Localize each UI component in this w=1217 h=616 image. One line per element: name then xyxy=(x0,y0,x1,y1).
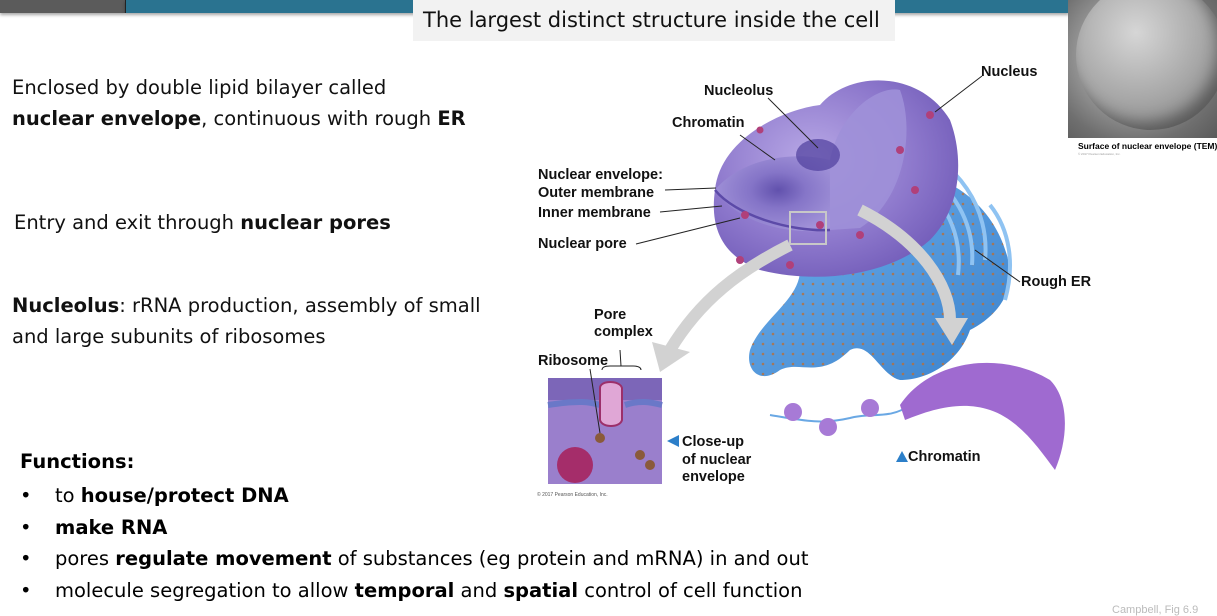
envelope-line-2: nuclear envelope, continuous with rough … xyxy=(12,103,466,134)
chromatin-fiber xyxy=(769,362,1065,470)
label-nucleus: Nucleus xyxy=(981,64,1038,80)
tem-micrograph xyxy=(1068,0,1217,138)
chromatin-arrowhead xyxy=(935,318,968,345)
function-text: to xyxy=(55,484,81,507)
ribosome-shape xyxy=(595,433,605,443)
function-bold: spatial xyxy=(503,578,579,602)
pore-complex-bracket xyxy=(601,365,642,371)
nucleolus-shape xyxy=(796,139,840,171)
label-chromatin: Chromatin xyxy=(672,115,745,131)
pores-text: Entry and exit through xyxy=(14,211,241,234)
header-bar-dark xyxy=(0,0,125,13)
label-pore-complex-line1: Pore xyxy=(594,307,627,323)
nucleus-surface-image xyxy=(1076,0,1217,130)
tem-caption: Surface of nuclear envelope (TEM) xyxy=(1078,141,1217,151)
nucleolus-description: Nucleolus: rRNA production, assembly of … xyxy=(12,290,481,352)
bullet-icon: • xyxy=(20,578,32,602)
bullet-icon: • xyxy=(20,484,32,507)
function-bold: make RNA xyxy=(55,515,168,539)
function-bold: regulate movement xyxy=(115,547,332,570)
closeup-inset xyxy=(547,365,663,484)
closeup-arrow xyxy=(664,239,793,354)
term-nuclear-envelope: nuclear envelope xyxy=(12,107,202,130)
figure-copyright: © 2017 Pearson Education, Inc. xyxy=(537,492,608,498)
closeup-region-box xyxy=(789,211,827,245)
ribosome-subunit-shape xyxy=(557,447,593,483)
envelope-description: Enclosed by double lipid bilayer called … xyxy=(12,72,466,134)
leader-lines xyxy=(589,75,1021,434)
function-item: • pores regulate movement of substances (… xyxy=(20,543,808,575)
functions-heading: Functions: xyxy=(20,450,135,473)
nucleolus-line-1-text: : rRNA production, assembly of small xyxy=(119,294,481,317)
label-chromatin-caption: Chromatin xyxy=(908,449,981,465)
function-text: and xyxy=(454,578,504,602)
label-closeup-line3: envelope xyxy=(682,469,745,485)
envelope-line-2-text: , continuous with rough xyxy=(201,107,438,130)
term-nucleolus: Nucleolus xyxy=(12,294,120,317)
function-text: of substances (eg protein and mRNA) in a… xyxy=(331,547,809,570)
label-outer-membrane: Outer membrane xyxy=(538,185,655,201)
nucleus-diagram xyxy=(547,75,1065,484)
pores-description: Entry and exit through nuclear pores xyxy=(14,207,391,238)
citation: Campbell, Fig 6.9 xyxy=(1112,604,1199,616)
label-ribosome: Ribosome xyxy=(538,353,609,369)
function-item: • make RNA xyxy=(20,512,808,544)
nucleolus-line-2: and large subunits of ribosomes xyxy=(12,325,326,348)
function-text: pores xyxy=(55,547,116,570)
label-closeup-line2: of nuclear xyxy=(682,452,752,468)
function-item: • to house/protect DNA xyxy=(20,480,808,512)
label-pore-complex-line2: complex xyxy=(594,324,653,340)
label-inner-membrane: Inner membrane xyxy=(538,205,651,221)
closeup-arrowhead xyxy=(652,342,690,372)
label-closeup-line1: Close-up xyxy=(682,434,745,450)
chromatin-arrow xyxy=(857,204,956,321)
function-item: •molecule segregation to allow temporal … xyxy=(20,575,808,607)
label-rough-er: Rough ER xyxy=(1021,274,1092,290)
slide-subtitle: The largest distinct structure inside th… xyxy=(413,0,895,41)
envelope-line-1: Enclosed by double lipid bilayer called xyxy=(12,76,387,99)
function-text: control of cell function xyxy=(578,578,803,602)
label-nuclear-envelope: Nuclear envelope: xyxy=(538,167,663,183)
tem-copyright: © 2017 Pearson Education, Inc. xyxy=(1078,152,1121,156)
term-er: ER xyxy=(437,107,466,130)
function-bold: house/protect DNA xyxy=(80,484,289,507)
pore-complex-shape xyxy=(599,381,623,427)
functions-list: • to house/protect DNA • make RNA • pores r… xyxy=(20,480,808,606)
function-text: molecule segregation to allow xyxy=(55,578,355,602)
label-nucleolus: Nucleolus xyxy=(704,83,774,99)
closeup-pointer-icon xyxy=(667,435,679,447)
term-nuclear-pores: nuclear pores xyxy=(240,211,391,234)
bullet-icon: • xyxy=(20,547,32,570)
label-nuclear-pore: Nuclear pore xyxy=(538,236,627,252)
bullet-icon: • xyxy=(20,515,32,539)
nucleolus-line-1: Nucleolus: rRNA production, assembly of … xyxy=(12,290,481,321)
chromatin-pointer-icon xyxy=(896,451,908,462)
function-bold: temporal xyxy=(354,578,455,602)
